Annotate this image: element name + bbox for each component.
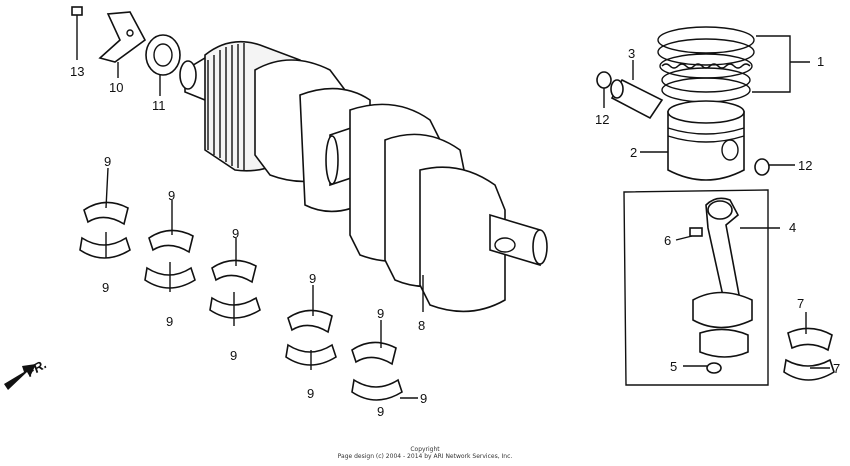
plate: [98, 11, 147, 63]
main-bearings: [79, 201, 403, 401]
callout-9[interactable]: 9: [230, 348, 237, 363]
callout-10[interactable]: 10: [109, 80, 123, 95]
callout-2[interactable]: 2: [630, 145, 637, 160]
callout-7[interactable]: 7: [797, 296, 804, 311]
piston-rings: [657, 26, 755, 103]
piston-pin: [610, 78, 664, 120]
callout-1[interactable]: 1: [817, 54, 824, 69]
callout-9[interactable]: 9: [377, 404, 384, 419]
copyright-notice: Page design (c) 2004 - 2014 by ARI Netwo…: [337, 453, 513, 460]
crankshaft: [179, 40, 548, 313]
connecting-rod-box: [623, 189, 769, 386]
leader-lines: [76, 35, 830, 399]
callout-9[interactable]: 9: [232, 226, 239, 241]
direction-label: FR.: [24, 356, 50, 379]
callout-5[interactable]: 5: [670, 359, 677, 374]
callout-9[interactable]: 9: [307, 386, 314, 401]
callout-11[interactable]: 11: [152, 98, 166, 113]
callout-9[interactable]: 9: [166, 314, 173, 329]
callout-4[interactable]: 4: [789, 220, 796, 235]
piston: [667, 100, 745, 181]
callout-8[interactable]: 8: [418, 318, 425, 333]
callout-12[interactable]: 12: [798, 158, 812, 173]
callout-9[interactable]: 9: [104, 154, 111, 169]
callout-9[interactable]: 9: [420, 391, 427, 406]
front-direction-arrow-icon: [4, 364, 36, 390]
callout-3[interactable]: 3: [628, 46, 635, 61]
callout-9[interactable]: 9: [377, 306, 384, 321]
callout-6[interactable]: 6: [664, 233, 671, 248]
copyright-line: Copyright: [410, 446, 440, 453]
callout-9[interactable]: 9: [309, 271, 316, 286]
oil-seal: [145, 34, 181, 76]
callout-9[interactable]: 9: [102, 280, 109, 295]
rod-bearings: [783, 327, 835, 381]
callout-13[interactable]: 13: [70, 64, 84, 79]
callout-12[interactable]: 12: [595, 112, 609, 127]
callout-7[interactable]: 7: [833, 361, 840, 376]
bolt: [71, 6, 83, 55]
callout-9[interactable]: 9: [168, 188, 175, 203]
